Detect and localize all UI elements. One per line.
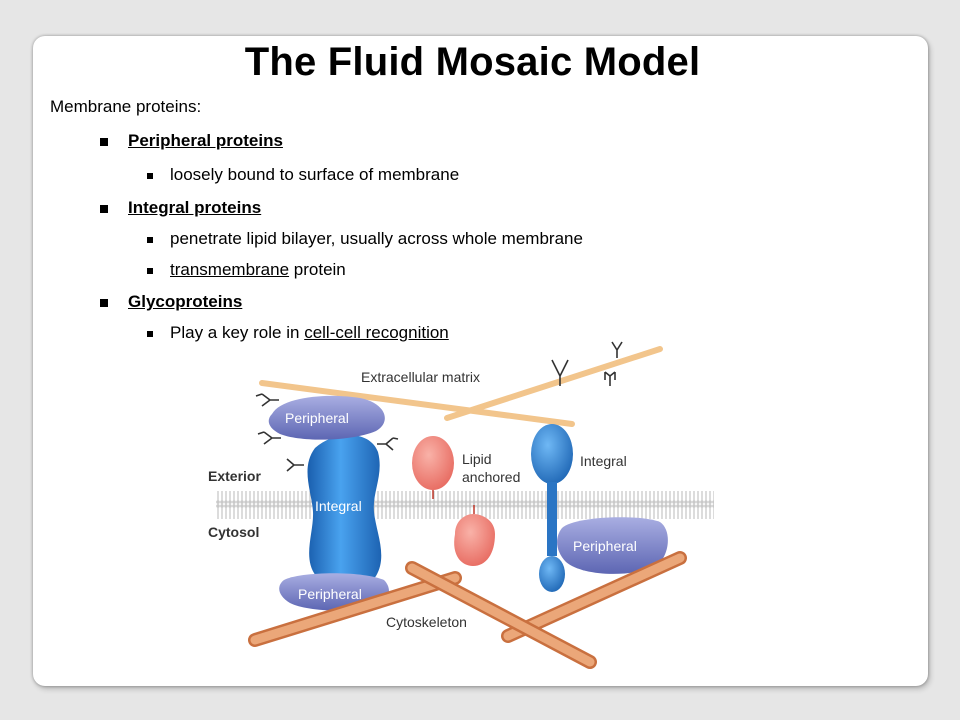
sub-bullet-cell-recognition: Play a key role in cell-cell recognition [147, 323, 449, 343]
transmembrane-term: transmembrane [170, 260, 290, 279]
label-peripheral-top: Peripheral [285, 410, 349, 426]
label-peripheral-right: Peripheral [573, 538, 637, 554]
lipid-anchored-protein-top [412, 436, 454, 490]
intro-text: Membrane proteins: [50, 97, 202, 116]
slide-title: The Fluid Mosaic Model [244, 40, 701, 84]
label-peripheral-bottom: Peripheral [298, 586, 362, 602]
integral-protein-right-stem [547, 482, 557, 556]
lipid-bilayer [216, 491, 714, 519]
bullet-glycoproteins: Glycoproteins [100, 292, 242, 312]
sub-bullet-transmembrane: transmembrane protein [147, 260, 346, 280]
bullet-integral-proteins: Integral proteins [100, 198, 261, 218]
label-integral-right: Integral [580, 453, 627, 469]
integral-protein-left [307, 434, 382, 588]
sugar-chain-icon [255, 341, 623, 472]
matrix-fiber [444, 346, 663, 421]
integral-protein-right-tail [539, 556, 565, 592]
label-exterior: Exterior [208, 468, 261, 484]
integral-protein-right-head [531, 424, 573, 484]
sub-bullet-penetrate: penetrate lipid bilayer, usually across … [147, 229, 583, 249]
label-integral-left: Integral [315, 498, 362, 514]
slide-panel [33, 36, 928, 686]
bullet-peripheral-proteins: Peripheral proteins [100, 131, 283, 151]
peripheral-protein-right [557, 517, 668, 574]
cytoskeleton-fibers [248, 551, 687, 669]
lipid-anchored-protein-bottom [454, 514, 495, 566]
label-cytosol: Cytosol [208, 524, 259, 540]
peripheral-protein-top [268, 395, 385, 440]
label-extracellular-matrix: Extracellular matrix [361, 369, 480, 385]
cell-recognition-term: cell-cell recognition [304, 323, 449, 342]
label-anchored: anchored [462, 469, 520, 485]
matrix-fiber [259, 380, 575, 427]
label-cytoskeleton: Cytoskeleton [386, 614, 467, 630]
sub-bullet-loosely-bound: loosely bound to surface of membrane [147, 165, 459, 185]
label-lipid: Lipid [462, 451, 492, 467]
